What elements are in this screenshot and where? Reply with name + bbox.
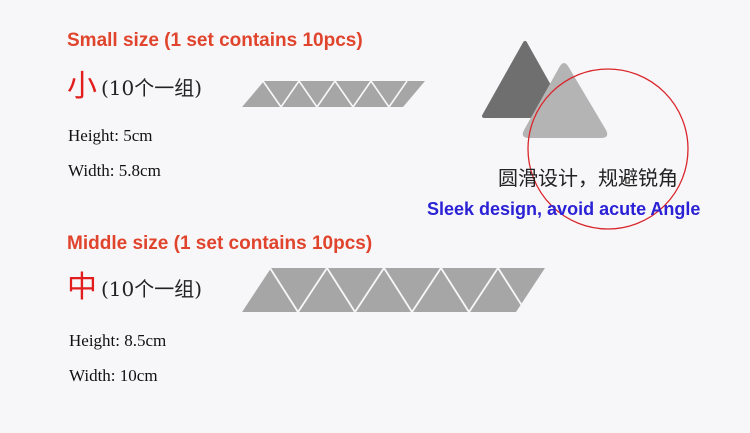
- small-width: Width: 5.8cm: [68, 161, 161, 180]
- small-height: Height: 5cm: [68, 126, 153, 145]
- small-size-title: Small size (1 set contains 10pcs): [67, 30, 363, 51]
- small-triangle-strip: [240, 80, 425, 108]
- rounded-light-triangle: [522, 63, 608, 138]
- middle-strip-dividers: [240, 267, 527, 313]
- middle-size-title: Middle size (1 set contains 10pcs): [67, 233, 373, 254]
- small-cn-group: (10个一组): [101, 76, 203, 100]
- rounded-triangle-illustration: [482, 41, 689, 230]
- middle-height: Height: 8.5cm: [69, 331, 167, 350]
- highlight-circle: [527, 68, 689, 230]
- middle-width: Width: 10cm: [69, 366, 158, 385]
- middle-strip-shape: [241, 268, 545, 312]
- feature-cn-text: 圆滑设计，规避锐角: [498, 166, 678, 190]
- middle-cn-group: (10个一组): [101, 277, 203, 301]
- middle-cn-char: 中: [67, 270, 97, 305]
- feature-en-text: Sleek design, avoid acute Angle: [427, 199, 701, 219]
- middle-triangle-strip: [240, 267, 545, 313]
- small-strip-shape: [241, 81, 425, 107]
- small-strip-dividers: [240, 80, 408, 108]
- small-cn-char: 小: [67, 69, 97, 104]
